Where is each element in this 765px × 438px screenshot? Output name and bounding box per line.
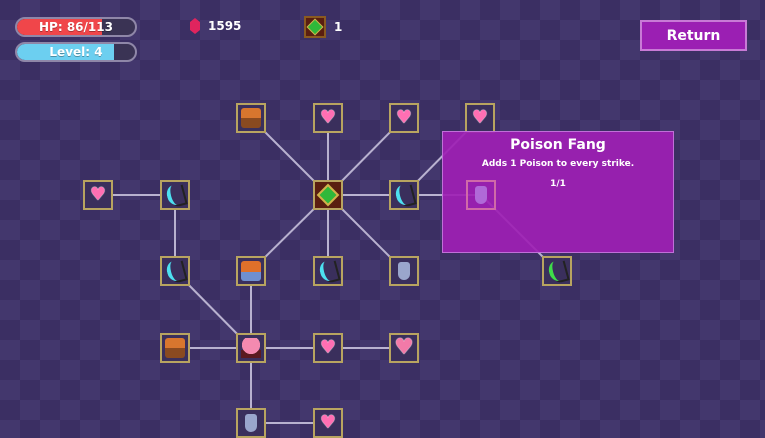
- blade-icon: [164, 183, 186, 207]
- heart-icon: ♥: [319, 337, 337, 358]
- blossom-tree-icon: [241, 338, 261, 358]
- fox-blue-icon: [241, 261, 261, 281]
- heart-icon: ♥: [395, 107, 413, 128]
- blade-icon: [164, 259, 186, 283]
- skill-node-heart[interactable]: ♥: [313, 333, 343, 363]
- red-gem-icon: [190, 18, 200, 34]
- skill-tooltip: Poison Fang Adds 1 Poison to every strik…: [442, 131, 674, 253]
- skill-points-display: 1: [304, 16, 342, 38]
- skill-node-tree[interactable]: [236, 333, 266, 363]
- skill-node-fox[interactable]: [236, 103, 266, 133]
- skill-node-blade[interactable]: [313, 256, 343, 286]
- skill-points-value: 1: [334, 20, 343, 34]
- skill-node-heart[interactable]: ♥: [465, 103, 495, 133]
- heart-icon: ♥: [89, 184, 107, 205]
- skill-node-shield[interactable]: [236, 408, 266, 438]
- skill-node-fox[interactable]: [160, 333, 190, 363]
- return-button[interactable]: Return: [640, 20, 747, 51]
- currency-value: 1595: [208, 19, 242, 33]
- blade-icon: [393, 183, 415, 207]
- fang-icon: [475, 186, 487, 204]
- shield-icon: [245, 414, 257, 432]
- shield-icon: [398, 262, 410, 280]
- skill-node-heart[interactable]: ♥: [389, 333, 419, 363]
- hp-label: HP: 86/113: [39, 20, 113, 34]
- fox-brown-icon: [165, 338, 185, 358]
- blade-icon: [317, 259, 339, 283]
- skill-node-heart[interactable]: ♥: [313, 408, 343, 438]
- hp-bar: HP: 86/113: [15, 17, 137, 37]
- skill-node-blade[interactable]: [160, 256, 190, 286]
- skill-node-poison-fang[interactable]: [466, 180, 496, 210]
- heart-icon: ♥: [471, 107, 489, 128]
- skill-node-blade[interactable]: [389, 180, 419, 210]
- heart-icon: ♥: [319, 107, 337, 128]
- skill-node-core[interactable]: [313, 180, 343, 210]
- heart-icon: ♥: [319, 412, 337, 433]
- level-label: Level: 4: [49, 45, 103, 59]
- skill-node-heart[interactable]: ♥: [313, 103, 343, 133]
- fox-brown-icon: [241, 108, 261, 128]
- skill-node-poison-blade[interactable]: [542, 256, 572, 286]
- tooltip-title: Poison Fang: [510, 137, 606, 153]
- skill-node-heart[interactable]: ♥: [83, 180, 113, 210]
- tooltip-count: 1/1: [550, 179, 566, 189]
- core-emblem-icon: [316, 183, 340, 207]
- hp-bar-fill: [17, 19, 102, 35]
- level-bar-fill: [17, 44, 114, 60]
- green-blade-icon: [546, 259, 568, 283]
- level-bar: Level: 4: [15, 42, 137, 62]
- heart-icon: ♥: [394, 335, 414, 360]
- skill-node-fox[interactable]: [236, 256, 266, 286]
- skill-node-blade[interactable]: [160, 180, 190, 210]
- tooltip-description: Adds 1 Poison to every strike.: [481, 159, 635, 169]
- skill-node-shield[interactable]: [389, 256, 419, 286]
- currency-display: 1595: [190, 18, 241, 34]
- skill-point-badge-icon: [304, 16, 326, 38]
- skill-node-heart[interactable]: ♥: [389, 103, 419, 133]
